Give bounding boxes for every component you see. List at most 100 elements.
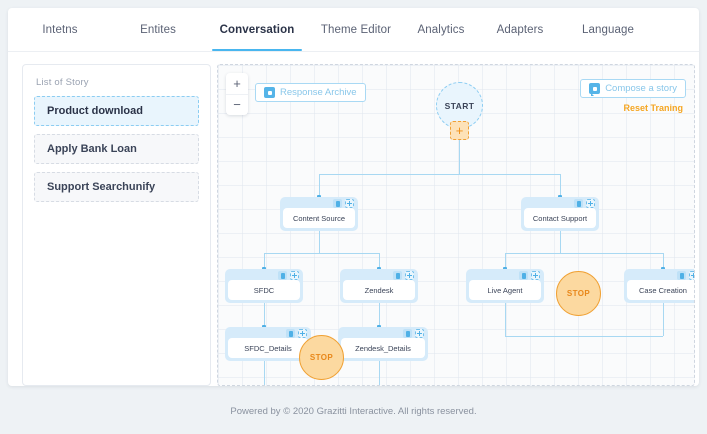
sidebar-item-support-searchunify[interactable]: Support Searchunify <box>34 172 199 202</box>
archive-icon <box>264 87 275 98</box>
footer-text: Powered by © 2020 Grazitti Interactive. … <box>230 405 477 417</box>
node-label: Contact Support <box>524 208 596 228</box>
add-child-icon[interactable] <box>531 271 540 280</box>
connector <box>663 253 664 269</box>
copy-icon[interactable] <box>393 271 402 280</box>
main-card: Intetns Entites Conversation Theme Edito… <box>8 8 699 386</box>
node-label: SFDC <box>228 280 300 300</box>
tab-label: Adapters <box>496 23 544 36</box>
connector <box>560 231 561 253</box>
sidebar-item-apply-bank-loan[interactable]: Apply Bank Loan <box>34 134 199 164</box>
tab-label: Language <box>582 23 634 36</box>
node-label: Case Creation <box>627 280 694 300</box>
story-label: Product download <box>47 105 143 117</box>
sidebar-title: List of Story <box>36 77 89 88</box>
copy-icon[interactable] <box>677 271 686 280</box>
connector <box>319 174 560 175</box>
tab-label: Analytics <box>417 23 465 36</box>
copy-icon[interactable] <box>278 271 287 280</box>
tab-conversation[interactable]: Conversation <box>204 8 310 51</box>
add-child-icon[interactable] <box>345 199 354 208</box>
node-case-creation[interactable]: Case Creation <box>624 269 694 303</box>
connector <box>264 303 265 327</box>
add-child-icon[interactable] <box>405 271 414 280</box>
flow-layer: START + Content Source <box>218 65 694 385</box>
story-sidebar: List of Story Product download Apply Ban… <box>22 64 211 386</box>
node-zendesk-details[interactable]: Zendesk_Details <box>338 327 428 361</box>
add-child-icon[interactable] <box>298 329 307 338</box>
footer: Powered by © 2020 Grazitti Interactive. … <box>0 388 707 434</box>
tab-bar: Intetns Entites Conversation Theme Edito… <box>8 8 699 52</box>
tab-language[interactable]: Language <box>560 8 656 51</box>
copy-icon[interactable] <box>574 199 583 208</box>
node-tools <box>393 271 414 280</box>
copy-icon[interactable] <box>333 199 342 208</box>
tab-adapters[interactable]: Adapters <box>480 8 560 51</box>
stop-label: STOP <box>309 353 334 362</box>
node-tools <box>677 271 694 280</box>
node-contact-support[interactable]: Contact Support <box>521 197 599 231</box>
tab-theme-editor[interactable]: Theme Editor <box>310 8 402 51</box>
add-child-icon[interactable] <box>586 199 595 208</box>
response-archive-button[interactable]: Response Archive <box>255 83 366 102</box>
add-child-icon[interactable] <box>290 271 299 280</box>
flow-canvas[interactable]: START + Content Source <box>217 64 695 386</box>
node-live-agent[interactable]: Live Agent <box>466 269 544 303</box>
copy-icon[interactable] <box>403 329 412 338</box>
connector <box>319 174 320 197</box>
node-tools <box>333 199 354 208</box>
zoom-in-button[interactable]: + <box>226 73 248 95</box>
copy-icon[interactable] <box>286 329 295 338</box>
node-tools <box>278 271 299 280</box>
add-child-icon[interactable] <box>689 271 694 280</box>
node-tools <box>519 271 540 280</box>
connector <box>264 253 379 254</box>
connector <box>379 253 380 269</box>
story-label: Support Searchunify <box>47 181 156 193</box>
node-sfdc[interactable]: SFDC <box>225 269 303 303</box>
copy-icon[interactable] <box>519 271 528 280</box>
node-label: SFDC_Details <box>228 338 308 358</box>
start-label: START <box>444 100 475 111</box>
node-label: Zendesk <box>343 280 415 300</box>
zoom-out-button[interactable]: − <box>233 97 241 113</box>
node-tools <box>286 329 307 338</box>
connector <box>663 303 664 336</box>
sidebar-item-product-download[interactable]: Product download <box>34 96 199 126</box>
reset-training-link[interactable]: Reset Traning <box>623 103 683 113</box>
connector <box>264 253 265 269</box>
tab-label: Conversation <box>219 23 295 36</box>
connector <box>505 253 663 254</box>
compose-story-button[interactable]: Compose a story <box>580 79 686 98</box>
node-tools <box>403 329 424 338</box>
connector <box>379 303 380 327</box>
tab-entites[interactable]: Entites <box>112 8 204 51</box>
node-label: Live Agent <box>469 280 541 300</box>
connector <box>459 140 460 174</box>
tab-label: Theme Editor <box>320 23 392 36</box>
add-node-button[interactable]: + <box>450 121 469 140</box>
connector <box>505 253 506 269</box>
tab-analytics[interactable]: Analytics <box>402 8 480 51</box>
zoom-controls: + − <box>226 73 248 115</box>
node-label: Content Source <box>283 208 355 228</box>
node-sfdc-details[interactable]: SFDC_Details <box>225 327 311 361</box>
add-child-icon[interactable] <box>415 329 424 338</box>
stop-node-left[interactable]: STOP <box>299 335 344 380</box>
connector <box>379 361 380 385</box>
plus-icon: + <box>455 123 464 138</box>
node-label: Zendesk_Details <box>341 338 425 358</box>
connector <box>560 174 561 197</box>
connector <box>505 303 506 336</box>
tab-label: Entites <box>140 23 176 36</box>
stop-label: STOP <box>566 289 591 298</box>
response-archive-label: Response Archive <box>280 87 357 98</box>
speech-bubble-icon <box>589 83 601 96</box>
story-label: Apply Bank Loan <box>47 143 137 155</box>
node-content-source[interactable]: Content Source <box>280 197 358 231</box>
tab-intetns[interactable]: Intetns <box>8 8 112 51</box>
tab-label: Intetns <box>42 23 78 36</box>
stop-node-right[interactable]: STOP <box>556 271 601 316</box>
node-zendesk[interactable]: Zendesk <box>340 269 418 303</box>
